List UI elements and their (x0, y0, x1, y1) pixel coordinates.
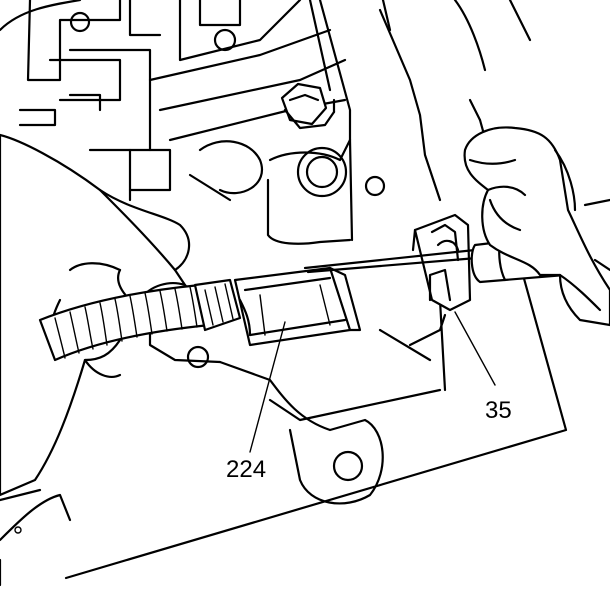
harness-connector (193, 266, 362, 347)
callout-label-35: 35 (485, 397, 512, 424)
connector-lock-tab (411, 213, 472, 312)
callout-label-224: 224 (226, 456, 266, 483)
leader-lines (249, 311, 496, 453)
right-hand (463, 126, 610, 327)
bolt (280, 82, 336, 130)
case-body (266, 0, 532, 245)
